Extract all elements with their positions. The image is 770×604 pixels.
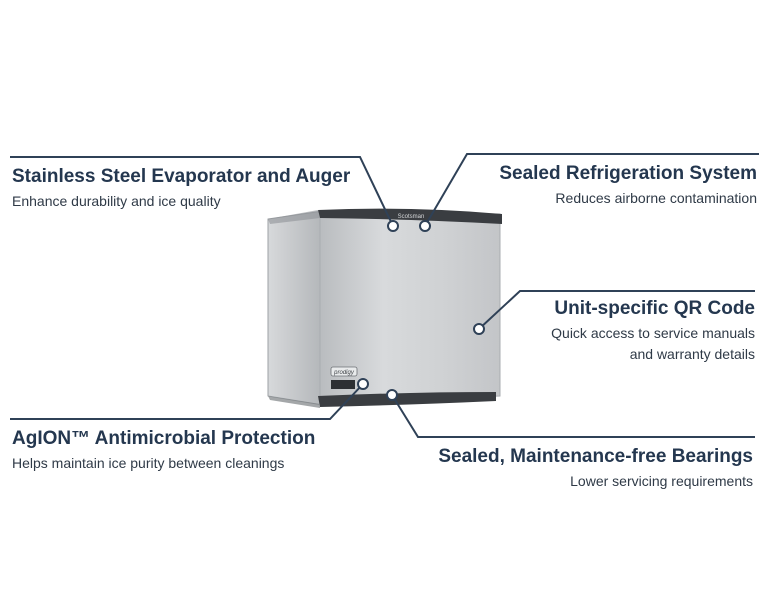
marker-refrigeration (419, 220, 431, 232)
leader-lines (10, 153, 759, 438)
badge-plate (330, 366, 358, 377)
bottom-bezel (318, 392, 496, 407)
callout-subtitle: Quick access to service manuals and warr… (551, 325, 755, 362)
callout-subtitle: Enhance durability and ice quality (12, 193, 221, 209)
callout-title: Stainless Steel Evaporator and Auger (12, 166, 351, 187)
callout-title: Unit-specific QR Code (554, 298, 755, 319)
marker-bearings (386, 389, 398, 401)
callout-subtitle: Reduces airborne contamination (555, 190, 757, 206)
callout-title: Sealed Refrigeration System (499, 163, 757, 184)
callout-agion: AgION™ Antimicrobial Protection Helps ma… (12, 428, 315, 474)
callout-subtitle: Lower servicing requirements (570, 473, 753, 489)
callout-subtitle: Helps maintain ice purity between cleani… (12, 455, 285, 471)
marker-agion (357, 378, 369, 390)
callout-qr-code: Unit-specific QR Code Quick access to se… (551, 298, 755, 365)
callout-markers (357, 220, 485, 401)
marker-qr-code (473, 323, 485, 335)
marker-evaporator (387, 220, 399, 232)
brand-plate: Scotsman (398, 214, 425, 220)
callout-evaporator: Stainless Steel Evaporator and Auger Enh… (12, 166, 350, 212)
callout-bearings: Sealed, Maintenance-free Bearings Lower … (438, 446, 753, 492)
control-panel (331, 380, 355, 389)
callout-refrigeration: Sealed Refrigeration System Reduces airb… (499, 163, 757, 209)
callout-title: Sealed, Maintenance-free Bearings (438, 446, 753, 467)
top-bezel (318, 208, 502, 224)
badge-label: prodigy (333, 370, 355, 376)
side-panel (267, 210, 324, 406)
callout-title: AgION™ Antimicrobial Protection (12, 428, 316, 449)
